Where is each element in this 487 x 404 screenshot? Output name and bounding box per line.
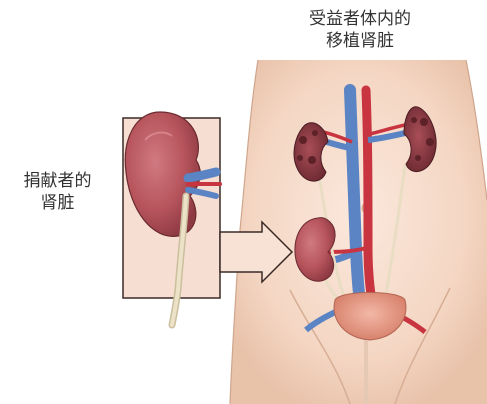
donor-label-line2: 肾脏 — [10, 192, 105, 214]
donor-label-line1: 捐献者的 — [10, 170, 105, 192]
recipient-label-line2: 移植肾脏 — [285, 30, 435, 52]
donor-label: 捐献者的 肾脏 — [10, 170, 105, 214]
recipient-label: 受益者体内的 移植肾脏 — [285, 8, 435, 52]
recipient-label-line1: 受益者体内的 — [285, 8, 435, 30]
